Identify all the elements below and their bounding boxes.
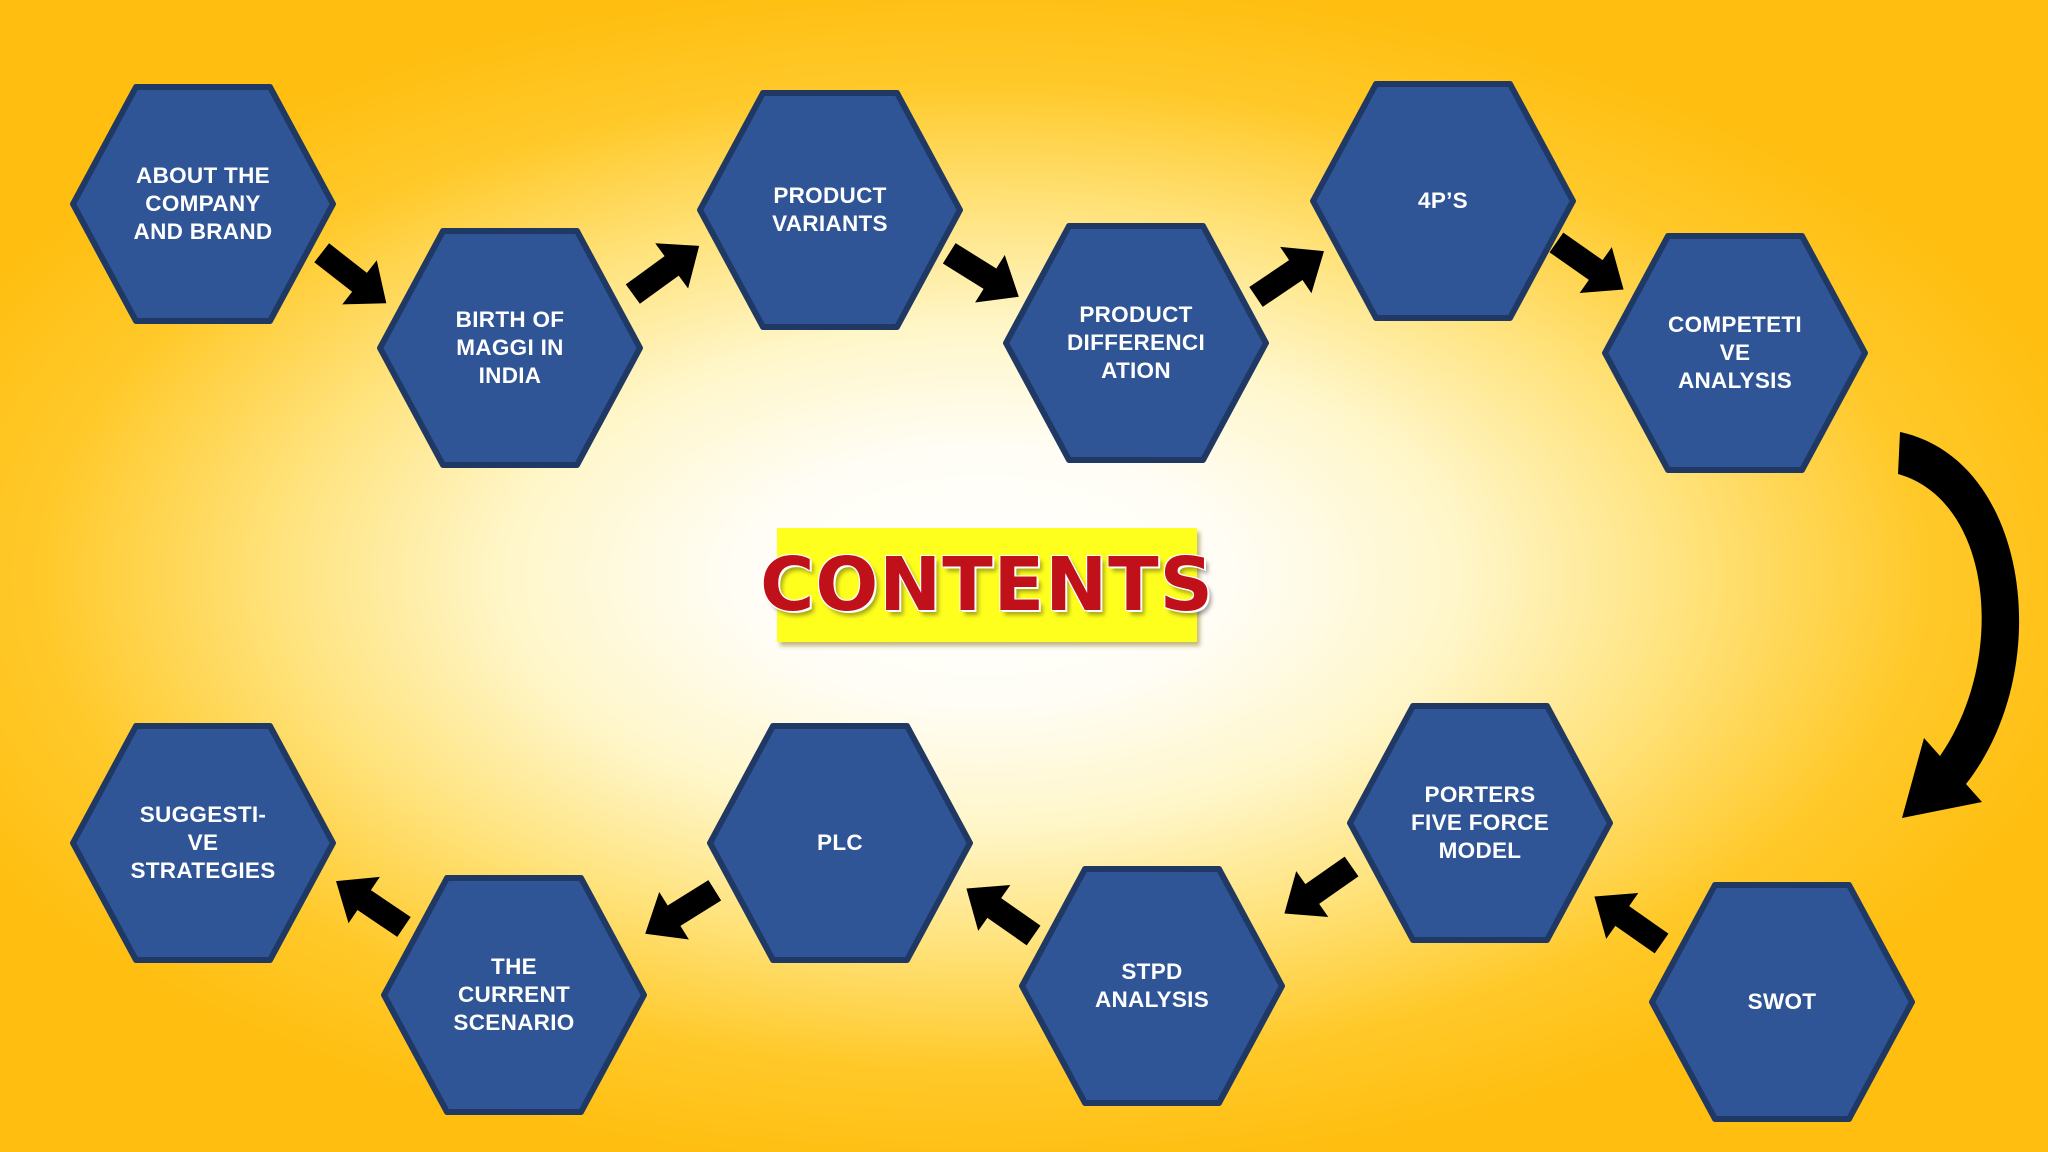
hex-variants: PRODUCT VARIANTS	[696, 89, 964, 331]
hexagon-shape	[1003, 223, 1269, 463]
hex-label-competitive: COMPETETI VE ANALYSIS	[1668, 312, 1802, 393]
hexagon-shape	[1019, 866, 1285, 1106]
left-block-arrow-icon	[1264, 839, 1371, 941]
hex-about: ABOUT THE COMPANY AND BRAND	[69, 83, 337, 325]
right-block-arrow-icon	[612, 219, 719, 321]
hex-plc: PLC	[706, 722, 974, 964]
hexagon-shape	[381, 875, 647, 1115]
hex-label-variants: PRODUCT VARIANTS	[772, 183, 888, 236]
hex-label-stpd: STPD ANALYSIS	[1094, 959, 1210, 1012]
hexagon-shape	[707, 723, 973, 963]
hex-competitive: COMPETETI VE ANALYSIS	[1601, 232, 1869, 474]
hex-label-porters: PORTERS FIVE FORCE MODEL	[1410, 782, 1549, 863]
left-block-arrow-icon	[627, 862, 734, 962]
hex-label-about: ABOUT THE COMPANY AND BRAND	[133, 163, 273, 244]
hex-label-differentiation: PRODUCT DIFFERENCI ATION	[1067, 302, 1205, 383]
page-title: CONTENTS	[760, 542, 1214, 628]
hex-label-suggestive: SUGGESTI- VE STRATEGIES	[130, 802, 276, 883]
hexagon-shape	[70, 723, 336, 963]
hex-porters: PORTERS FIVE FORCE MODEL	[1346, 702, 1614, 944]
left-block-arrow-icon	[946, 861, 1053, 963]
hex-swot: SWOT	[1648, 881, 1916, 1123]
hexagon-shape	[1347, 703, 1613, 943]
left-block-arrow-icon	[316, 853, 423, 954]
hex-4ps: 4P’S	[1309, 80, 1577, 322]
hex-birth: BIRTH OF MAGGI IN INDIA	[376, 227, 644, 469]
right-block-arrow-icon	[931, 225, 1038, 325]
left-block-arrow-icon	[1574, 869, 1681, 971]
hex-label-swot: SWOT	[1747, 989, 1817, 1014]
hexagon-shape	[377, 228, 643, 468]
hexagon-shape	[1310, 81, 1576, 321]
hexagon-shape	[697, 90, 963, 330]
hexagon-shape	[1602, 233, 1868, 473]
hex-differentiation: PRODUCT DIFFERENCI ATION	[1002, 222, 1270, 464]
hex-suggestive: SUGGESTI- VE STRATEGIES	[69, 722, 337, 964]
curved-down-arrow-icon	[1898, 432, 2020, 818]
hex-current: THE CURRENT SCENARIO	[380, 874, 648, 1116]
hex-label-4ps: 4P’S	[1418, 188, 1468, 213]
right-block-arrow-icon	[300, 226, 407, 329]
hex-label-plc: PLC	[817, 830, 863, 855]
hexagon-shape	[70, 84, 336, 324]
right-block-arrow-icon	[1536, 215, 1643, 317]
hexagon-shape	[1649, 882, 1915, 1122]
right-block-arrow-icon	[1236, 223, 1343, 324]
hex-label-current: THE CURRENT SCENARIO	[453, 954, 575, 1035]
contents-title-box: CONTENTS	[760, 528, 1213, 642]
hex-label-birth: BIRTH OF MAGGI IN INDIA	[455, 307, 565, 388]
hex-stpd: STPD ANALYSIS	[1018, 865, 1286, 1107]
